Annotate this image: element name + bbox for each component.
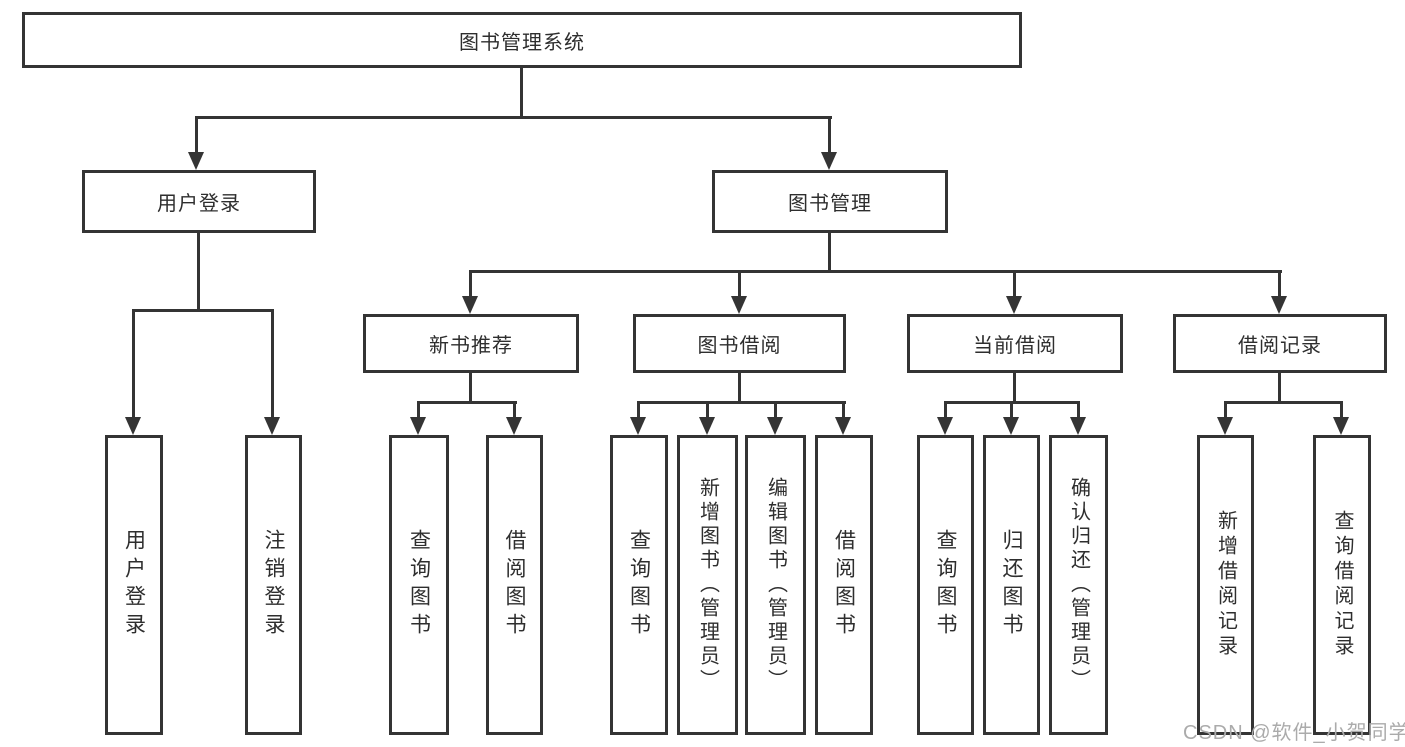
node-leaf-edit-book-admin: 编辑图书（管理员）: [745, 435, 806, 735]
connector-book-mgmt-drop-1: [469, 270, 472, 298]
connector-root-drop-right: [828, 116, 831, 154]
node-leaf-return-books-label: 归还图书: [1000, 529, 1023, 641]
arrow-down-icon: [835, 417, 851, 435]
arrow-down-icon: [821, 152, 837, 170]
node-leaf-user-login-label: 用户登录: [122, 529, 146, 641]
connector-drop: [944, 401, 947, 419]
node-book-mgmt: 图书管理: [712, 170, 948, 233]
node-root-label: 图书管理系统: [459, 31, 585, 54]
node-user-login-label: 用户登录: [157, 193, 241, 215]
connector-new-book-rec-rail: [417, 401, 517, 404]
connector-drop: [774, 401, 777, 419]
arrow-down-icon: [125, 417, 141, 435]
connector-drop: [1077, 401, 1080, 419]
connector-drop: [1340, 401, 1343, 419]
node-leaf-borrow-books-2-label: 借阅图书: [832, 529, 856, 641]
node-book-mgmt-label: 图书管理: [788, 193, 872, 215]
node-leaf-user-login: 用户登录: [105, 435, 163, 735]
arrow-down-icon: [188, 152, 204, 170]
connector-book-mgmt-drop-4: [1278, 270, 1281, 298]
node-leaf-query-borrow-record: 查询借阅记录: [1313, 435, 1371, 735]
node-book-borrow-label: 图书借阅: [697, 335, 782, 357]
node-leaf-borrow-books-1: 借阅图书: [486, 435, 543, 735]
arrow-down-icon: [1006, 296, 1022, 314]
node-leaf-add-book-admin-label: 新增图书（管理员）: [696, 477, 719, 693]
connector-root-rail: [195, 116, 832, 119]
arrow-down-icon: [1333, 417, 1349, 435]
connector-new-book-rec-stem: [469, 373, 472, 404]
node-leaf-query-books-3-label: 查询图书: [934, 529, 957, 641]
arrow-down-icon: [264, 417, 280, 435]
connector-root-drop-left: [195, 116, 198, 154]
connector-book-mgmt-drop-3: [1013, 270, 1016, 298]
arrow-down-icon: [1070, 417, 1086, 435]
node-leaf-add-borrow-record-label: 新增借阅记录: [1214, 510, 1237, 660]
arrow-down-icon: [506, 417, 522, 435]
node-leaf-query-books-2: 查询图书: [610, 435, 668, 735]
arrow-down-icon: [1217, 417, 1233, 435]
node-leaf-add-borrow-record: 新增借阅记录: [1197, 435, 1254, 735]
connector-book-mgmt-stem: [828, 233, 831, 273]
connector-drop: [706, 401, 709, 419]
node-leaf-add-book-admin: 新增图书（管理员）: [677, 435, 738, 735]
node-leaf-borrow-books-2: 借阅图书: [815, 435, 873, 735]
node-leaf-return-books: 归还图书: [983, 435, 1040, 735]
connector-user-login-drop-2: [271, 309, 274, 419]
connector-drop: [1224, 401, 1227, 419]
node-leaf-query-borrow-record-label: 查询借阅记录: [1331, 510, 1353, 660]
node-leaf-query-books-1: 查询图书: [389, 435, 449, 735]
node-root: 图书管理系统: [22, 12, 1022, 68]
connector-root-stem: [520, 68, 523, 118]
node-leaf-query-books-3: 查询图书: [917, 435, 974, 735]
arrow-down-icon: [462, 296, 478, 314]
connector-user-login-drop-1: [132, 309, 135, 419]
node-current-borrow-label: 当前借阅: [973, 335, 1057, 357]
node-borrow-records-label: 借阅记录: [1238, 335, 1322, 357]
arrow-down-icon: [731, 296, 747, 314]
connector-borrow-records-rail: [1224, 401, 1343, 404]
arrow-down-icon: [699, 417, 715, 435]
watermark: CSDN @软件_小贺同学: [1183, 722, 1405, 744]
connector-current-borrow-stem: [1013, 373, 1016, 404]
connector-user-login-stem: [197, 233, 200, 312]
connector-book-borrow-stem: [738, 373, 741, 404]
node-leaf-query-books-1-label: 查询图书: [407, 529, 431, 641]
node-leaf-confirm-return-admin: 确认归还（管理员）: [1049, 435, 1108, 735]
node-leaf-edit-book-admin-label: 编辑图书（管理员）: [764, 477, 787, 693]
arrow-down-icon: [1003, 417, 1019, 435]
connector-drop: [637, 401, 640, 419]
arrow-down-icon: [767, 417, 783, 435]
node-new-book-rec-label: 新书推荐: [429, 335, 513, 357]
arrow-down-icon: [1271, 296, 1287, 314]
node-current-borrow: 当前借阅: [907, 314, 1123, 373]
arrow-down-icon: [410, 417, 426, 435]
node-leaf-logout-label: 注销登录: [262, 529, 285, 641]
connector-drop: [417, 401, 420, 419]
connector-drop: [842, 401, 845, 419]
arrow-down-icon: [630, 417, 646, 435]
connector-book-mgmt-drop-2: [738, 270, 741, 298]
connector-user-login-rail: [132, 309, 274, 312]
connector-book-mgmt-rail: [469, 270, 1282, 273]
node-leaf-logout: 注销登录: [245, 435, 302, 735]
node-borrow-records: 借阅记录: [1173, 314, 1387, 373]
node-book-borrow: 图书借阅: [633, 314, 846, 373]
connector-drop: [1010, 401, 1013, 419]
arrow-down-icon: [937, 417, 953, 435]
connector-borrow-records-stem: [1278, 373, 1281, 404]
node-leaf-query-books-2-label: 查询图书: [627, 529, 651, 641]
connector-drop: [513, 401, 516, 419]
connector-book-borrow-rail: [637, 401, 846, 404]
node-leaf-confirm-return-admin-label: 确认归还（管理员）: [1067, 477, 1090, 693]
node-user-login: 用户登录: [82, 170, 316, 233]
node-new-book-rec: 新书推荐: [363, 314, 579, 373]
node-leaf-borrow-books-1-label: 借阅图书: [503, 529, 526, 641]
